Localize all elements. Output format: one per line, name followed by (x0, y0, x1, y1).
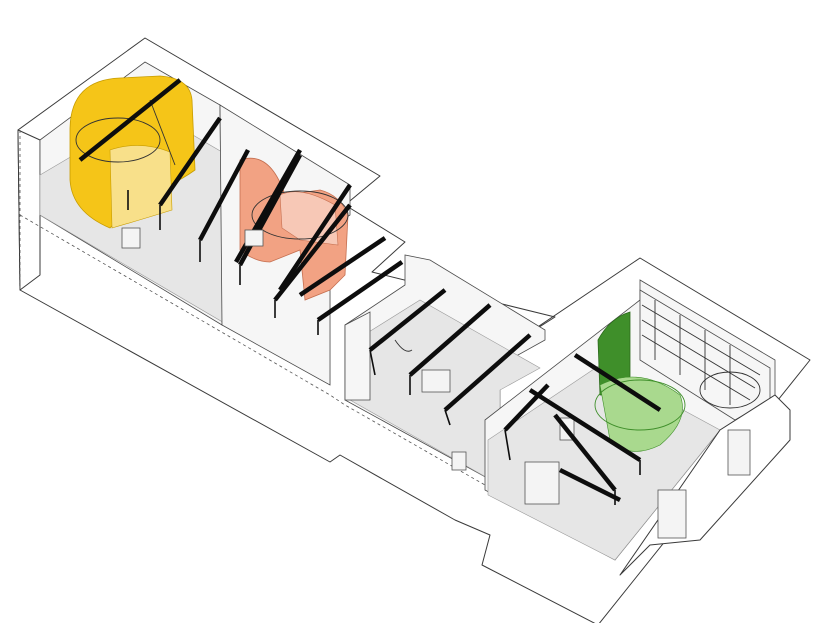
table-salmon (244, 229, 264, 247)
desk-green (524, 461, 560, 505)
table-middle (421, 369, 451, 393)
window-2-icon (727, 429, 751, 476)
beams-room-middle (368, 288, 532, 426)
rail-right (699, 371, 761, 409)
pod-green-rail (594, 379, 686, 431)
cabinet-middle (451, 451, 467, 471)
pod-green (594, 311, 686, 452)
pod-salmon-rail (251, 190, 349, 240)
base-dash-left (19, 214, 486, 486)
pod-yellow-interior (109, 145, 173, 229)
chair-middle (394, 339, 413, 352)
pod-yellow-stem (149, 99, 176, 166)
room-middle-sidewall (344, 311, 371, 401)
pod-salmon (239, 157, 349, 301)
beams-room-green (503, 353, 662, 505)
pod-yellow-rail (75, 117, 161, 163)
window-1-icon (657, 489, 687, 539)
left-wall-face (17, 129, 41, 291)
cabinet-yellow (121, 227, 141, 249)
pod-yellow (69, 75, 196, 229)
beams-room-yellow (78, 78, 352, 292)
